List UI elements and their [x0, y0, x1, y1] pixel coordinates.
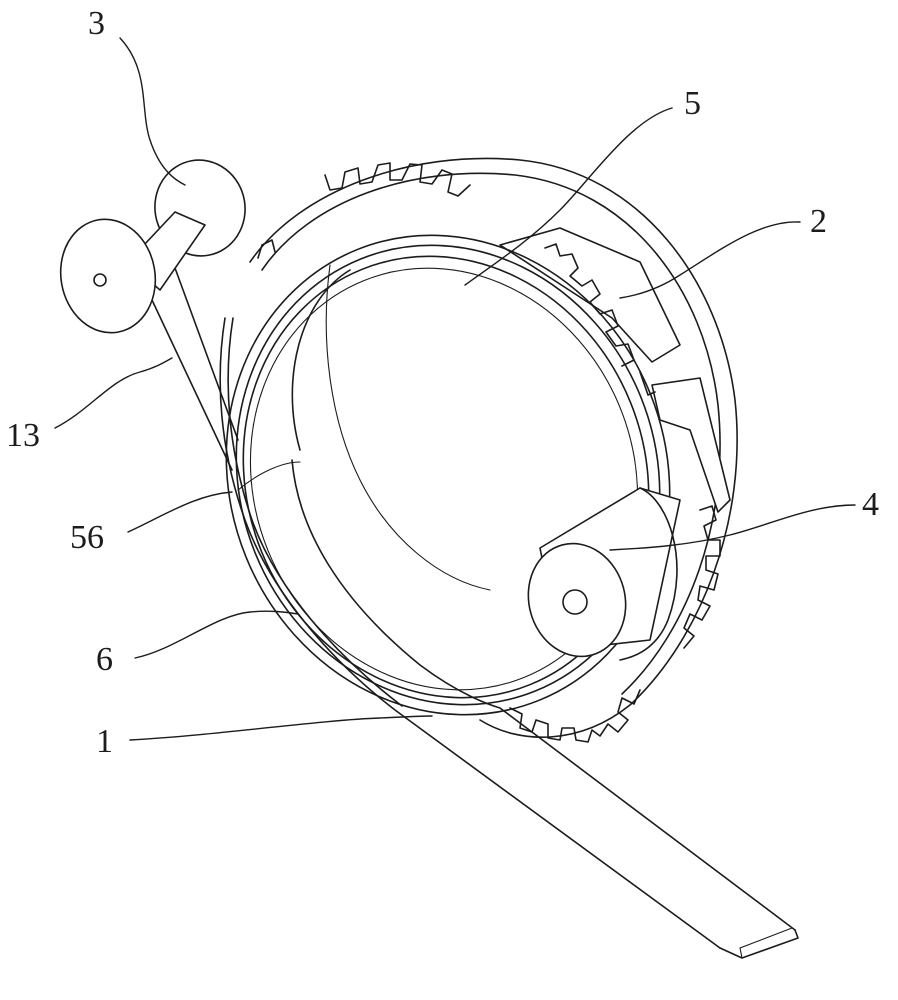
label-5: 5: [684, 85, 701, 122]
wire: [151, 267, 239, 471]
label-3: 3: [88, 5, 105, 42]
label-1: 1: [96, 723, 113, 760]
leader-2: [619, 221, 801, 299]
leader-3: [119, 37, 186, 186]
leader-1: [129, 715, 433, 741]
leader-6: [134, 610, 299, 659]
gear-ring: [249, 157, 738, 743]
leader-56: [127, 491, 233, 533]
reference-labels: 3 5 2 13 4 56 6 1: [6, 5, 879, 760]
label-4: 4: [862, 486, 879, 523]
roller: [527, 487, 681, 661]
label-56: 56: [70, 519, 104, 556]
leader-5: [464, 107, 673, 286]
label-6: 6: [96, 641, 113, 678]
leader-lines: [54, 37, 856, 741]
spool: [59, 159, 246, 334]
leader-4: [609, 504, 856, 551]
label-2: 2: [810, 203, 827, 240]
leader-13: [54, 357, 173, 429]
inner-ring: [225, 234, 671, 716]
label-13: 13: [6, 417, 40, 454]
band: [219, 317, 799, 959]
